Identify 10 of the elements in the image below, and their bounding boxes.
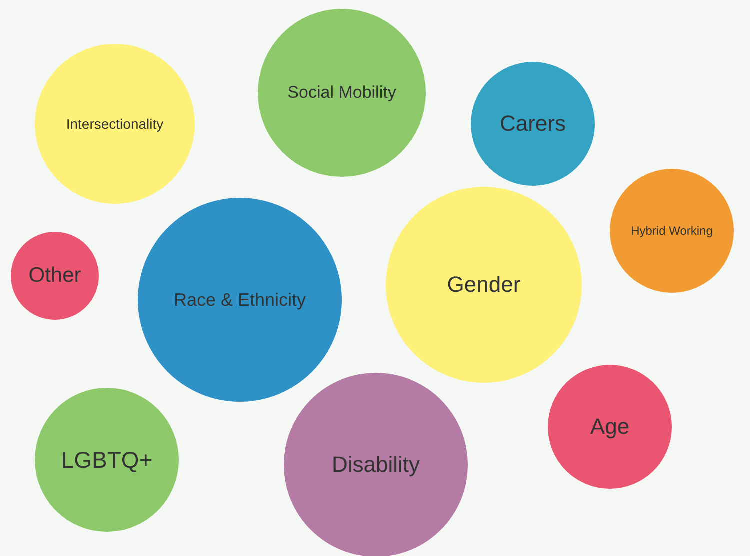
bubble-label: Social Mobility — [288, 83, 396, 103]
bubble-label: Disability — [332, 452, 420, 478]
bubble-label: Race & Ethnicity — [174, 290, 306, 310]
bubble-label: LGBTQ+ — [61, 446, 153, 474]
bubble-label: Age — [590, 414, 630, 440]
bubble-label: Intersectionality — [66, 116, 164, 132]
bubble-label: Hybrid Working — [631, 224, 713, 238]
bubble-label: Other — [28, 264, 82, 288]
bubble-label: Gender — [447, 272, 521, 298]
bubble-label: Carers — [500, 111, 566, 137]
